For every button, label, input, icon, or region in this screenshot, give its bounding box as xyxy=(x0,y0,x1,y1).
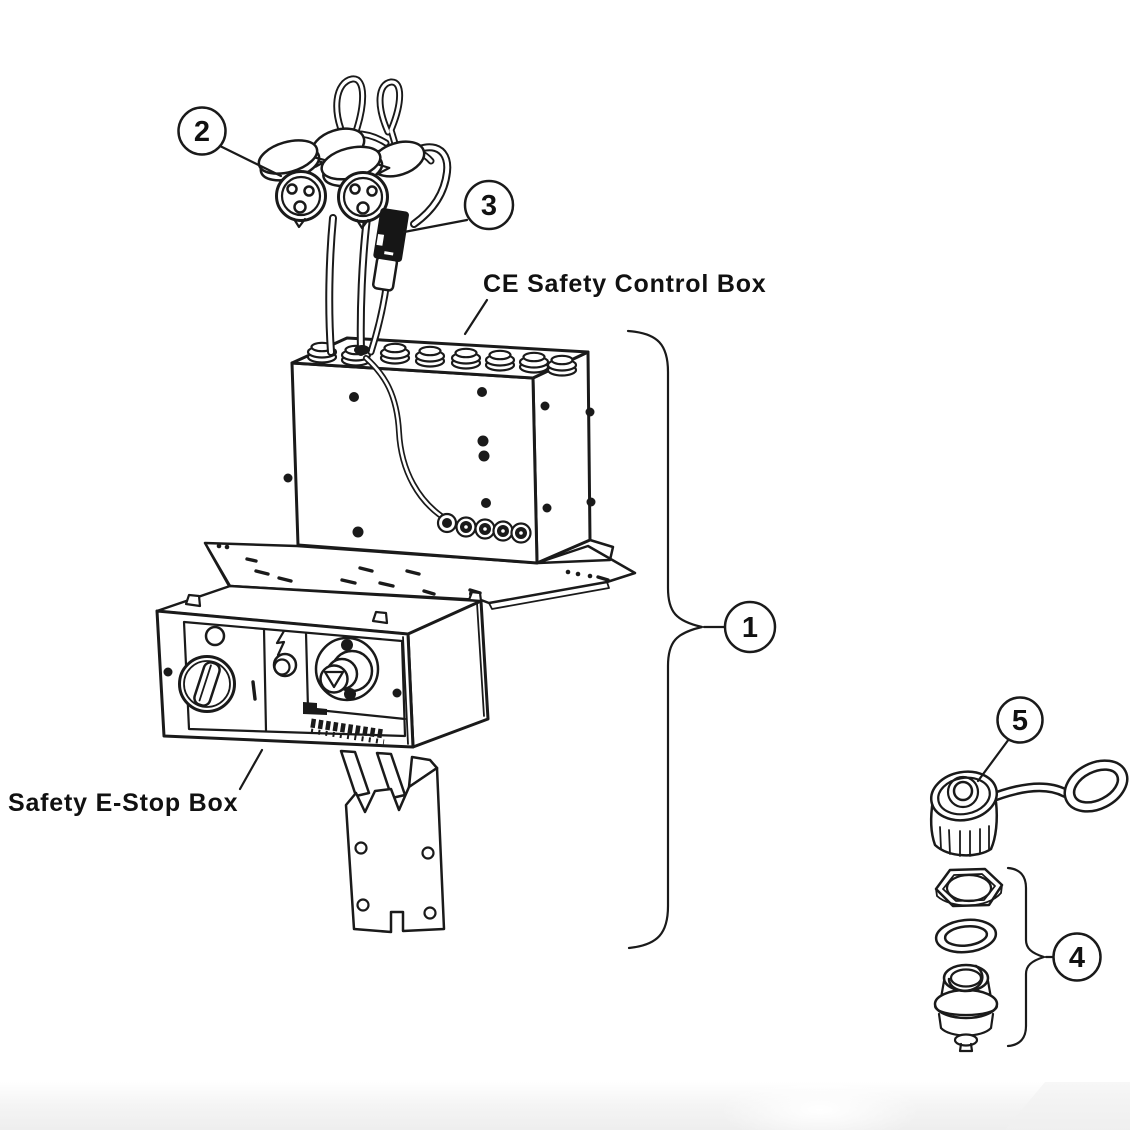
safety-estop-box xyxy=(155,584,490,749)
callout-number: 1 xyxy=(742,612,758,644)
leader-ce-label xyxy=(463,298,489,336)
cap-body xyxy=(929,770,999,857)
terminal-strip xyxy=(303,702,385,745)
callout-circle xyxy=(177,106,227,156)
plug-face-right xyxy=(337,171,389,230)
rotary-switch xyxy=(163,625,257,713)
callout-circle xyxy=(463,179,515,231)
callout-circle xyxy=(1052,932,1102,982)
assembly-brace xyxy=(626,329,704,950)
leader-callout-3 xyxy=(402,218,469,234)
ce-box-label: CE Safety Control Box xyxy=(483,270,767,298)
connector-cables xyxy=(325,214,393,356)
callout-circle xyxy=(996,696,1044,744)
panel-screws xyxy=(283,387,596,538)
bottom-connectors xyxy=(455,516,532,544)
callout-3: 3 xyxy=(463,179,515,231)
leader-estop-label xyxy=(238,748,264,791)
o-ring xyxy=(934,918,998,954)
plug-connectors-assembly xyxy=(257,75,452,356)
aux-button xyxy=(272,629,298,678)
callout-number: 4 xyxy=(1069,942,1085,974)
callout-circle xyxy=(723,600,777,654)
receptacle-body xyxy=(933,963,999,1053)
plug-face-left xyxy=(275,170,327,229)
callout-number: 3 xyxy=(481,190,497,222)
callout-5: 5 xyxy=(996,696,1044,744)
leader-callout-5 xyxy=(976,737,1011,783)
callout-1: 1 xyxy=(723,600,777,654)
lower-mounting-bracket xyxy=(339,749,446,934)
hex-nut xyxy=(934,867,1004,908)
callout-number: 2 xyxy=(194,116,210,148)
leader-lines xyxy=(218,144,1055,959)
ce-safety-control-box xyxy=(283,336,615,565)
callout-2: 2 xyxy=(177,106,227,156)
footer-watermark-strip xyxy=(0,1076,1130,1130)
callout-number: 5 xyxy=(1012,705,1028,737)
estop-button xyxy=(314,636,402,702)
inline-connector-block xyxy=(372,208,409,292)
callout-4: 4 xyxy=(1052,932,1102,982)
dust-cap-with-lanyard xyxy=(929,759,1129,857)
ce-box-front-cable xyxy=(363,355,532,544)
receptacle-kit xyxy=(933,867,1004,1053)
estop-box-label: Safety E-Stop Box xyxy=(8,789,238,817)
leader-callout-2 xyxy=(218,144,283,178)
kit-brace xyxy=(1006,866,1046,1048)
